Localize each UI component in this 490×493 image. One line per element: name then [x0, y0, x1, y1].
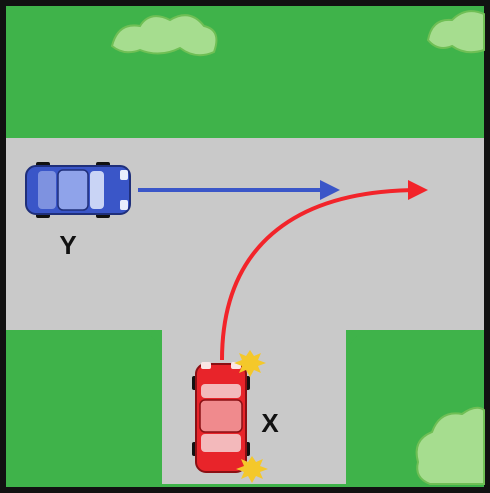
car-y-label: Y — [59, 230, 76, 260]
grass-corner-left — [6, 330, 162, 484]
car-x — [192, 362, 250, 472]
car-x-label: X — [261, 408, 279, 438]
car-y — [26, 162, 130, 218]
